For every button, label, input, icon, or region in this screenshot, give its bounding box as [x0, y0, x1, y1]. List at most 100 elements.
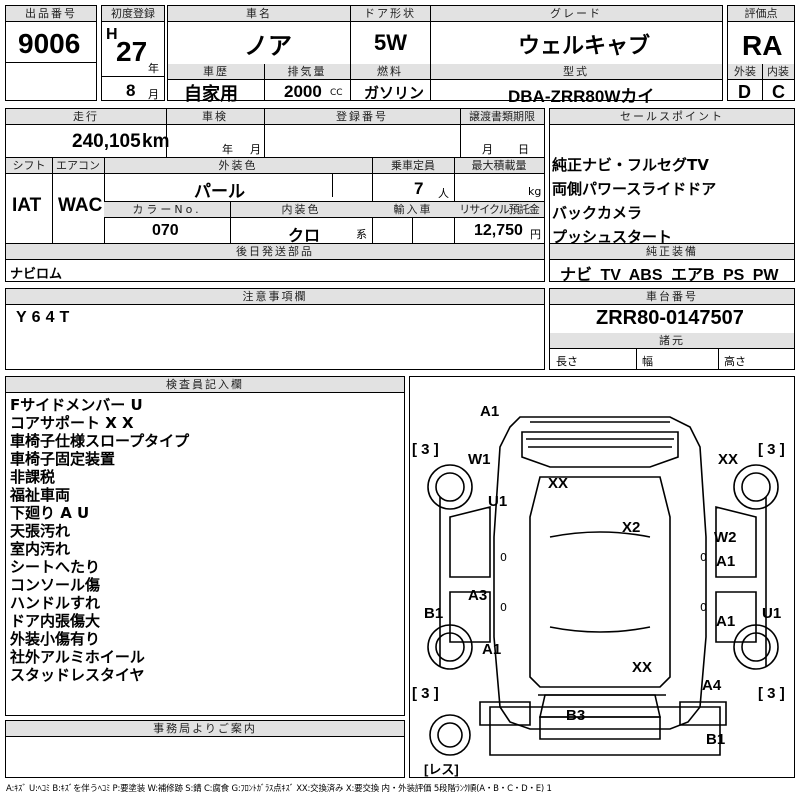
inspector-note: スタッドレスタイヤ — [10, 666, 145, 684]
car-diagram-box: A1 W1 U1 XX XX X2 W2 A1 A3 B1 A1 U1 A1 X… — [409, 376, 795, 778]
inspector-note: シートへたり — [10, 558, 101, 576]
capacity: 7 — [414, 179, 424, 198]
lot-number-box: 出品番号 9006 — [5, 5, 97, 101]
score-label: 評価点 — [728, 6, 794, 22]
fuel-label: 燃料 — [350, 64, 430, 80]
sales-point: バックカメラ — [552, 204, 643, 222]
inspector-note: ドア内張傷大 — [10, 612, 101, 630]
exterior-grade: D — [738, 82, 751, 102]
damage-mark: XX — [718, 451, 739, 468]
sales-point: 両側パワースライドドア — [552, 180, 717, 198]
door-label: ドア形状 — [350, 6, 430, 22]
damage-mark: W1 — [468, 451, 491, 468]
import-label: 輸入車 — [372, 202, 454, 218]
damage-mark: B1 — [424, 605, 444, 622]
tire-depth-rear-left: [ 3 ] — [412, 685, 439, 702]
era: H — [106, 26, 118, 43]
car-body-diagram — [427, 416, 779, 756]
car-info-box: 車名 ドア形状 グレード ノア 5W ウェルキャブ 車歴 排気量 燃料 型式 自… — [167, 5, 723, 106]
office-box: 事務局よりご案内 — [5, 720, 405, 778]
damage-mark: A4 — [702, 677, 722, 694]
interior-grade: C — [772, 82, 785, 102]
mileage-label: 走行 — [6, 109, 166, 125]
inspection-label: 車検 — [166, 109, 264, 125]
capacity-unit: 人 — [438, 187, 449, 200]
damage-mark: U1 — [762, 605, 782, 622]
registration-year: 27 — [116, 36, 148, 67]
legend: A:ｷｽﾞ U:ﾍｺﾐ B:ｷｽﾞを伴うﾍｺﾐ P:要塗装 W:補修跡 S:錆 … — [6, 784, 552, 794]
interior-color-suffix: 系 — [356, 228, 367, 241]
damage-mark: B3 — [566, 707, 586, 724]
recycle-unit: 円 — [530, 228, 541, 241]
spare-tire-label: [レス] — [424, 762, 459, 777]
inspector-note: 社外アルミホイール — [10, 648, 145, 666]
score: RA — [742, 30, 783, 61]
inspector-note: 非課税 — [10, 468, 56, 486]
sales-points-box: セールスポイント 純正ナビ・フルセグTV 両側パワースライドドア バックカメラ … — [549, 108, 795, 284]
office-title: 事務局よりご案内 — [6, 721, 404, 737]
damage-mark: XX — [632, 659, 653, 676]
inspector-note: コアサポート X X — [10, 414, 134, 432]
transfer-label: 譲渡書類期限 — [460, 109, 544, 125]
sales-point: 純正ナビ・フルセグTV — [552, 156, 709, 174]
zero-mark: 0 — [500, 551, 507, 564]
zero-mark: 0 — [700, 601, 707, 614]
sales-point: プッシュスタート — [552, 228, 673, 246]
car-name-label: 車名 — [168, 6, 350, 22]
car-name: ノア — [244, 33, 292, 60]
exterior-color: パール — [194, 182, 245, 201]
sales-points-title: セールスポイント — [550, 109, 794, 125]
tire-depth-front-right: [ 3 ] — [758, 441, 785, 458]
color-number: 070 — [152, 222, 179, 239]
inspector-note: 外装小傷有り — [10, 630, 101, 648]
length-label: 長さ — [556, 355, 578, 368]
inspector-note: 車椅子仕様スロープタイプ — [10, 432, 190, 450]
tire-depth-front-left: [ 3 ] — [412, 441, 439, 458]
damage-mark: X2 — [622, 519, 641, 536]
history-label: 車歴 — [168, 64, 264, 80]
zero-mark: 0 — [500, 601, 507, 614]
capacity-label: 乗車定員 — [372, 158, 454, 174]
inspection-month-unit: 月 — [250, 143, 261, 156]
inspector-title: 検査員記入欄 — [6, 377, 404, 393]
dims-label: 諸元 — [550, 333, 794, 349]
transfer-day-unit: 日 — [518, 143, 529, 156]
inspector-note: 天張汚れ — [10, 522, 71, 540]
inspector-note: Fサイドメンバー U — [10, 396, 143, 414]
fuel: ガソリン — [364, 85, 425, 102]
inspector-box: 検査員記入欄 Fサイドメンバー U コアサポート X X 車椅子仕様スロープタイ… — [5, 376, 405, 716]
interior-color-label: 内装色 — [230, 202, 372, 218]
history: 自家用 — [184, 84, 238, 104]
ac-label: エアコン — [52, 158, 104, 174]
chassis-box: 車台番号 ZRR80-0147507 諸元 長さ 幅 高さ — [549, 288, 795, 370]
interior-label: 内装 — [762, 64, 794, 80]
lot-number: 9006 — [18, 28, 81, 59]
registration-label: 登録番号 — [264, 109, 460, 125]
width-label: 幅 — [642, 355, 653, 368]
inspector-note: 福祉車両 — [10, 486, 71, 504]
equipment: ナビ TV ABS エアB PS PW — [560, 267, 779, 284]
model-label: 型式 — [430, 64, 722, 80]
later-parts-label: 後日発送部品 — [6, 244, 544, 260]
damage-mark: B1 — [706, 731, 726, 748]
inspector-note: コンソール傷 — [10, 576, 101, 594]
inspector-note: 車椅子固定装置 — [10, 450, 116, 468]
zero-mark: 0 — [700, 551, 707, 564]
first-registration-label: 初度登録 — [102, 6, 164, 22]
grade-label: グレード — [430, 6, 722, 22]
displacement-unit: CC — [330, 88, 343, 98]
inspector-note: ハンドルすれ — [10, 594, 101, 612]
height-label: 高さ — [724, 355, 746, 368]
damage-mark: XX — [548, 475, 569, 492]
chassis-number: ZRR80-0147507 — [596, 307, 744, 329]
color-label: 外装色 — [104, 158, 372, 174]
recycle-label: リサイクル預託金 — [454, 202, 544, 218]
first-registration-box: 初度登録 H 27 年 8 月 — [101, 5, 165, 101]
load-unit: kg — [528, 185, 542, 198]
grade: ウェルキャブ — [518, 33, 651, 58]
equipment-label: 純正装備 — [550, 244, 794, 260]
caution-box: 注意事項欄 Y64T — [5, 288, 545, 370]
inspection-year-unit: 年 — [222, 143, 233, 156]
color-number-label: カラーNo. — [104, 202, 230, 218]
damage-mark: U1 — [488, 493, 508, 510]
